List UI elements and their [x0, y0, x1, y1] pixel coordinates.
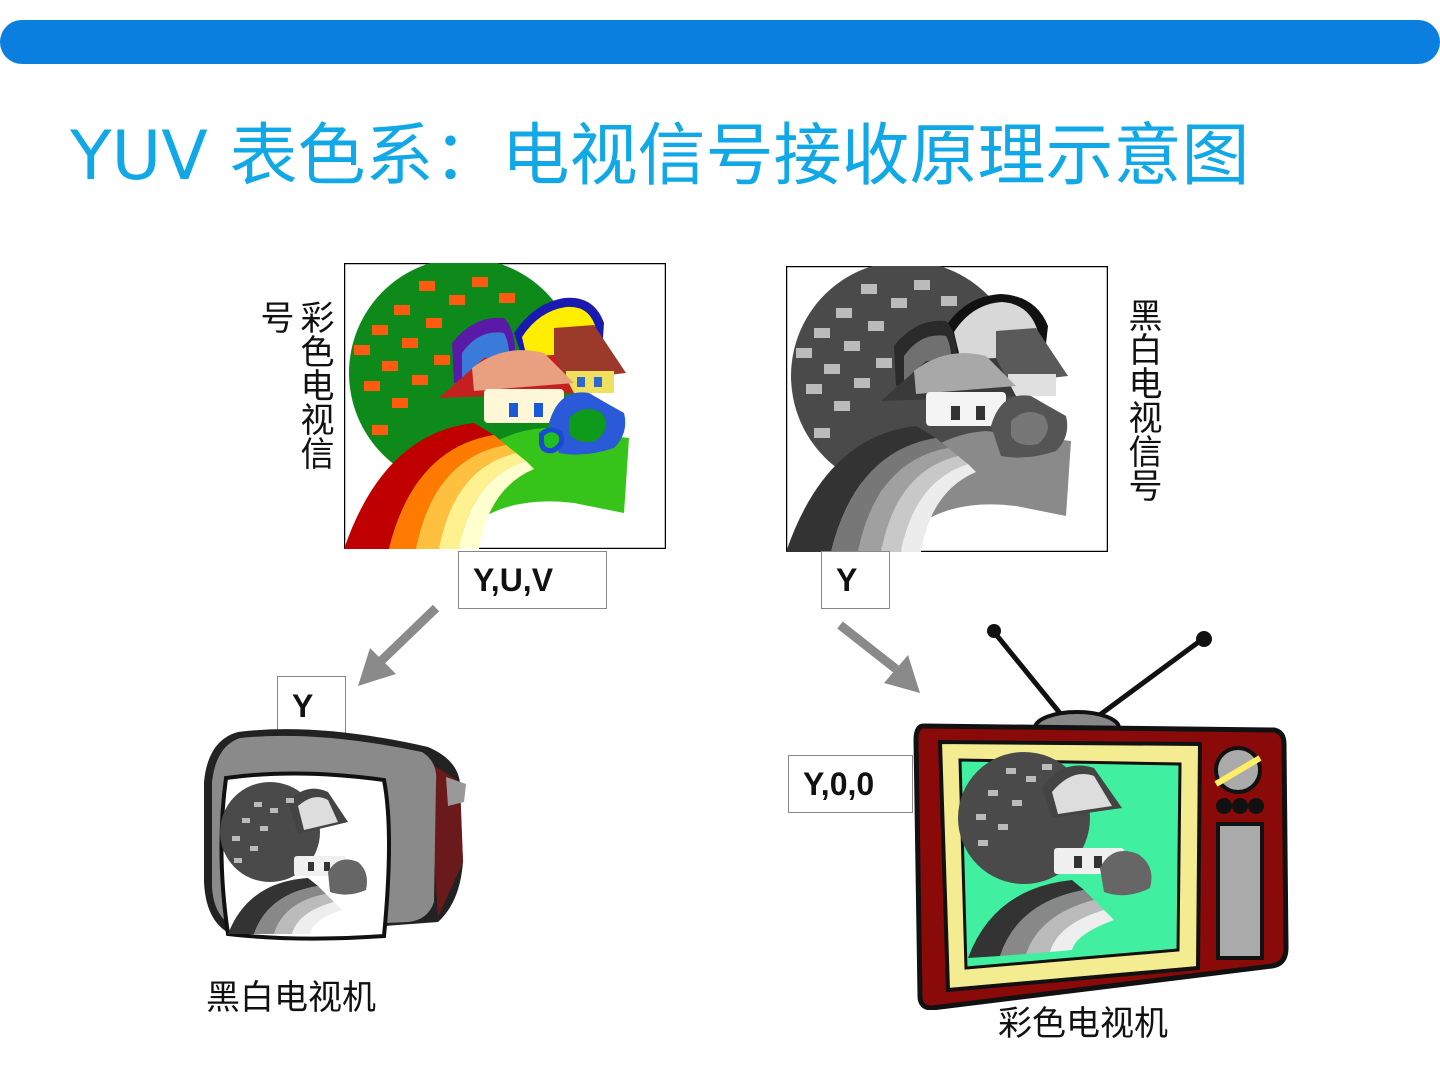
color-signal-label: 彩色电视信号 [254, 300, 334, 470]
arrow-down-right-icon [837, 621, 920, 693]
bw-tv-caption: 黑白电视机 [206, 978, 376, 1018]
color-tv-caption: 彩色电视机 [998, 1004, 1168, 1044]
yuv-signal-tag: Y,U,V [458, 551, 607, 609]
header-bar [0, 20, 1440, 64]
bw-tv-input-tag: Y [277, 676, 346, 736]
bw-tv-screen-picture [220, 782, 367, 934]
bw-picture-frame [786, 266, 1108, 552]
antenna-right-tip [1196, 631, 1212, 647]
color-tv-screen-picture [958, 752, 1152, 958]
tv-speaker-panel [1216, 822, 1264, 960]
arrow-down-left-icon [358, 604, 440, 686]
color-picture-frame [344, 263, 666, 549]
bw-signal-label: 黑白电视信号 [1122, 298, 1162, 502]
bw-tv-illustration [204, 729, 466, 941]
color-tv-illustration [913, 624, 1289, 1010]
antenna-left-tip [987, 624, 1001, 638]
y-signal-tag: Y [821, 551, 890, 609]
color-tv-input-tag: Y,0,0 [788, 755, 913, 813]
slide-title: YUV 表色系：电视信号接收原理示意图 [70, 117, 1250, 196]
